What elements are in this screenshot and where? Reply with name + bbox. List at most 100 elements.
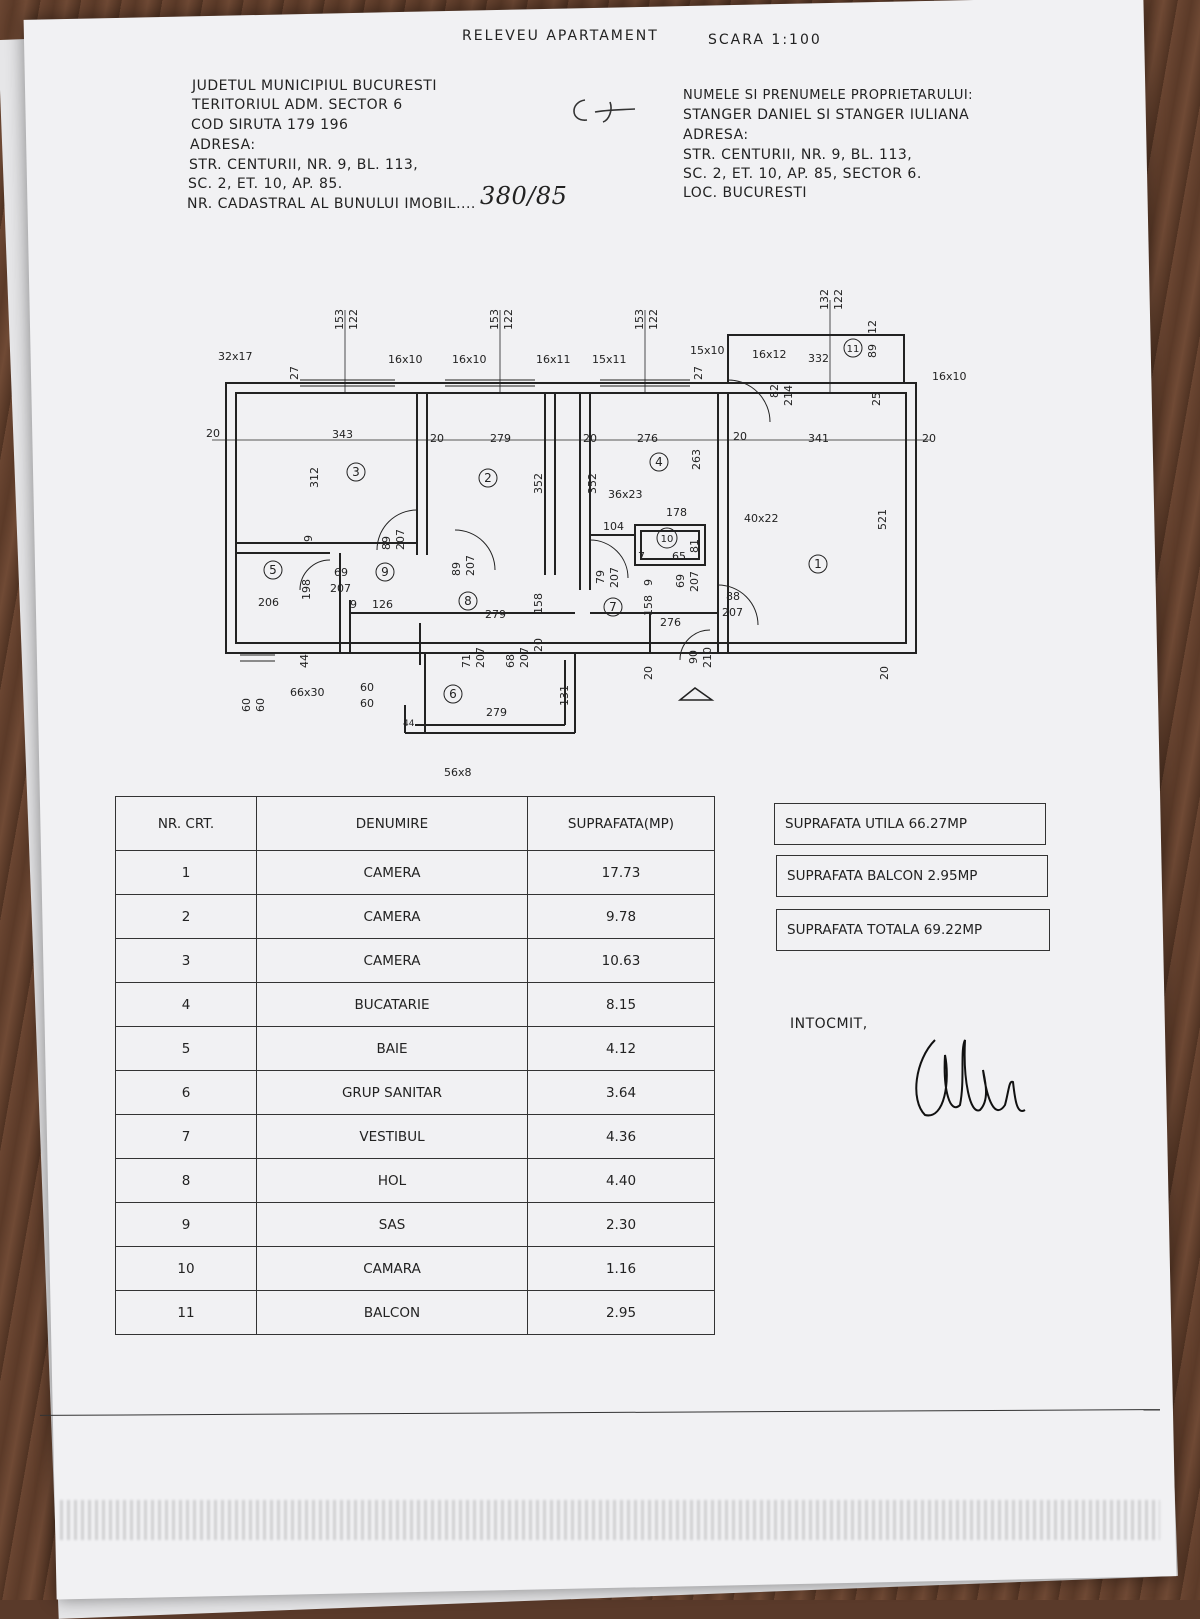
dim-label: 178 bbox=[666, 506, 687, 519]
dim-label: 122 bbox=[502, 309, 515, 330]
dim-label: 207 bbox=[722, 606, 743, 619]
room-name: VESTIBUL bbox=[256, 1114, 528, 1159]
room-circle-10 bbox=[656, 527, 678, 549]
dim-label: 56x8 bbox=[444, 766, 472, 779]
dim-label: 214 bbox=[782, 385, 795, 406]
owner-address-line2: SC. 2, ET. 10, AP. 85, SECTOR 6. bbox=[683, 166, 922, 182]
dim-label: 16x11 bbox=[536, 353, 571, 366]
room-area: 10.63 bbox=[527, 938, 715, 983]
county-line: JUDETUL MUNICIPIUL BUCURESTI bbox=[192, 78, 437, 94]
owner-address-line1: STR. CENTURII, NR. 9, BL. 113, bbox=[683, 147, 913, 163]
floor-plan: 1 2 3 4 5 6 7 8 9 10 11 32x17 16x10 16x1… bbox=[206, 289, 967, 779]
dim-label: 71 bbox=[460, 654, 473, 668]
room-circle-8 bbox=[458, 591, 478, 611]
room-name: CAMERA bbox=[256, 938, 528, 983]
room-area: 3.64 bbox=[527, 1070, 715, 1115]
room-name: CAMARA bbox=[256, 1246, 528, 1291]
dim-label: 207 bbox=[394, 529, 407, 550]
room-name: BAIE bbox=[256, 1026, 528, 1071]
room-number-3: 3 bbox=[352, 465, 360, 479]
room-circle-11 bbox=[843, 338, 863, 358]
dim-label: 20 bbox=[878, 666, 891, 680]
dim-label: 122 bbox=[832, 289, 845, 310]
dim-label: 27 bbox=[692, 366, 705, 380]
useful-area-box: SUPRAFATA UTILA 66.27MP bbox=[774, 803, 1046, 845]
plan-walls bbox=[225, 334, 917, 734]
room-number-10: 10 bbox=[661, 534, 674, 545]
dim-label: 207 bbox=[464, 555, 477, 576]
owner-locality: LOC. BUCURESTI bbox=[683, 185, 808, 201]
row-number: 4 bbox=[115, 982, 257, 1027]
dim-label: 207 bbox=[474, 647, 487, 668]
table-header: NR. CRT. bbox=[115, 796, 257, 851]
owner-address-label: ADRESA: bbox=[683, 127, 749, 143]
signature bbox=[915, 1039, 1026, 1117]
dim-label: 20 bbox=[430, 432, 444, 445]
dim-label: 332 bbox=[808, 352, 829, 365]
dim-label: 20 bbox=[642, 666, 655, 680]
dim-label: 20 bbox=[532, 638, 545, 652]
row-number: 3 bbox=[115, 938, 257, 983]
room-name: GRUP SANITAR bbox=[256, 1070, 528, 1115]
territory-line: TERITORIUL ADM. SECTOR 6 bbox=[192, 97, 403, 113]
row-number: 10 bbox=[115, 1246, 257, 1291]
dim-label: 9 bbox=[642, 579, 655, 586]
dim-label: 15x11 bbox=[592, 353, 627, 366]
dim-label: 153 bbox=[333, 309, 346, 330]
dim-label: 20 bbox=[733, 430, 747, 443]
room-area: 4.36 bbox=[527, 1114, 715, 1159]
room-area: 2.95 bbox=[527, 1290, 715, 1335]
room-circle-4 bbox=[649, 452, 669, 472]
dim-label: 521 bbox=[876, 509, 889, 530]
dim-label: 276 bbox=[660, 616, 681, 629]
owner-label: NUMELE SI PRENUMELE PROPRIETARULUI: bbox=[683, 88, 974, 103]
dimension-lines bbox=[212, 300, 930, 441]
dim-label: 126 bbox=[372, 598, 393, 611]
dim-label: 16x12 bbox=[752, 348, 787, 361]
room-area: 9.78 bbox=[527, 894, 715, 939]
dim-label: 207 bbox=[330, 582, 351, 595]
balcony-area-box: SUPRAFATA BALCON 2.95MP bbox=[776, 855, 1048, 897]
dim-label: 36x23 bbox=[608, 488, 643, 501]
room-number-8: 8 bbox=[464, 594, 472, 608]
dim-label: 25 bbox=[870, 392, 883, 406]
total-area-box: SUPRAFATA TOTALA 69.22MP bbox=[776, 909, 1050, 951]
dim-label: 207 bbox=[608, 567, 621, 588]
dim-label: 32x17 bbox=[218, 350, 253, 363]
dim-label: 153 bbox=[488, 309, 501, 330]
room-circle-3 bbox=[346, 462, 366, 482]
dim-label: 88 bbox=[726, 590, 740, 603]
room-name: SAS bbox=[256, 1202, 528, 1247]
dim-label: 122 bbox=[647, 309, 660, 330]
room-circle-6 bbox=[443, 684, 463, 704]
room-area: 8.15 bbox=[527, 982, 715, 1027]
dim-label: 89 bbox=[866, 344, 879, 358]
dim-label: 276 bbox=[637, 432, 658, 445]
cadastral-number: 380/85 bbox=[480, 182, 568, 210]
address-label: ADRESA: bbox=[190, 137, 256, 153]
dim-label: 68 bbox=[504, 654, 517, 668]
row-number: 2 bbox=[115, 894, 257, 939]
dim-label: 131 bbox=[558, 685, 571, 706]
dim-label: 20 bbox=[583, 432, 597, 445]
siruta-line: COD SIRUTA 179 196 bbox=[191, 117, 349, 133]
dim-label: 60 bbox=[254, 698, 267, 712]
dim-label: 9 bbox=[350, 598, 357, 611]
dim-label: 341 bbox=[808, 432, 829, 445]
row-number: 6 bbox=[115, 1070, 257, 1115]
room-number-9: 9 bbox=[381, 565, 389, 579]
dim-label: 279 bbox=[485, 608, 506, 621]
room-name: CAMERA bbox=[256, 850, 528, 895]
table-header: DENUMIRE bbox=[256, 796, 528, 851]
dim-label: 69 bbox=[674, 574, 687, 588]
dim-label: 79 bbox=[594, 570, 607, 584]
room-name: BUCATARIE bbox=[256, 982, 528, 1027]
dim-label: 153 bbox=[633, 309, 646, 330]
